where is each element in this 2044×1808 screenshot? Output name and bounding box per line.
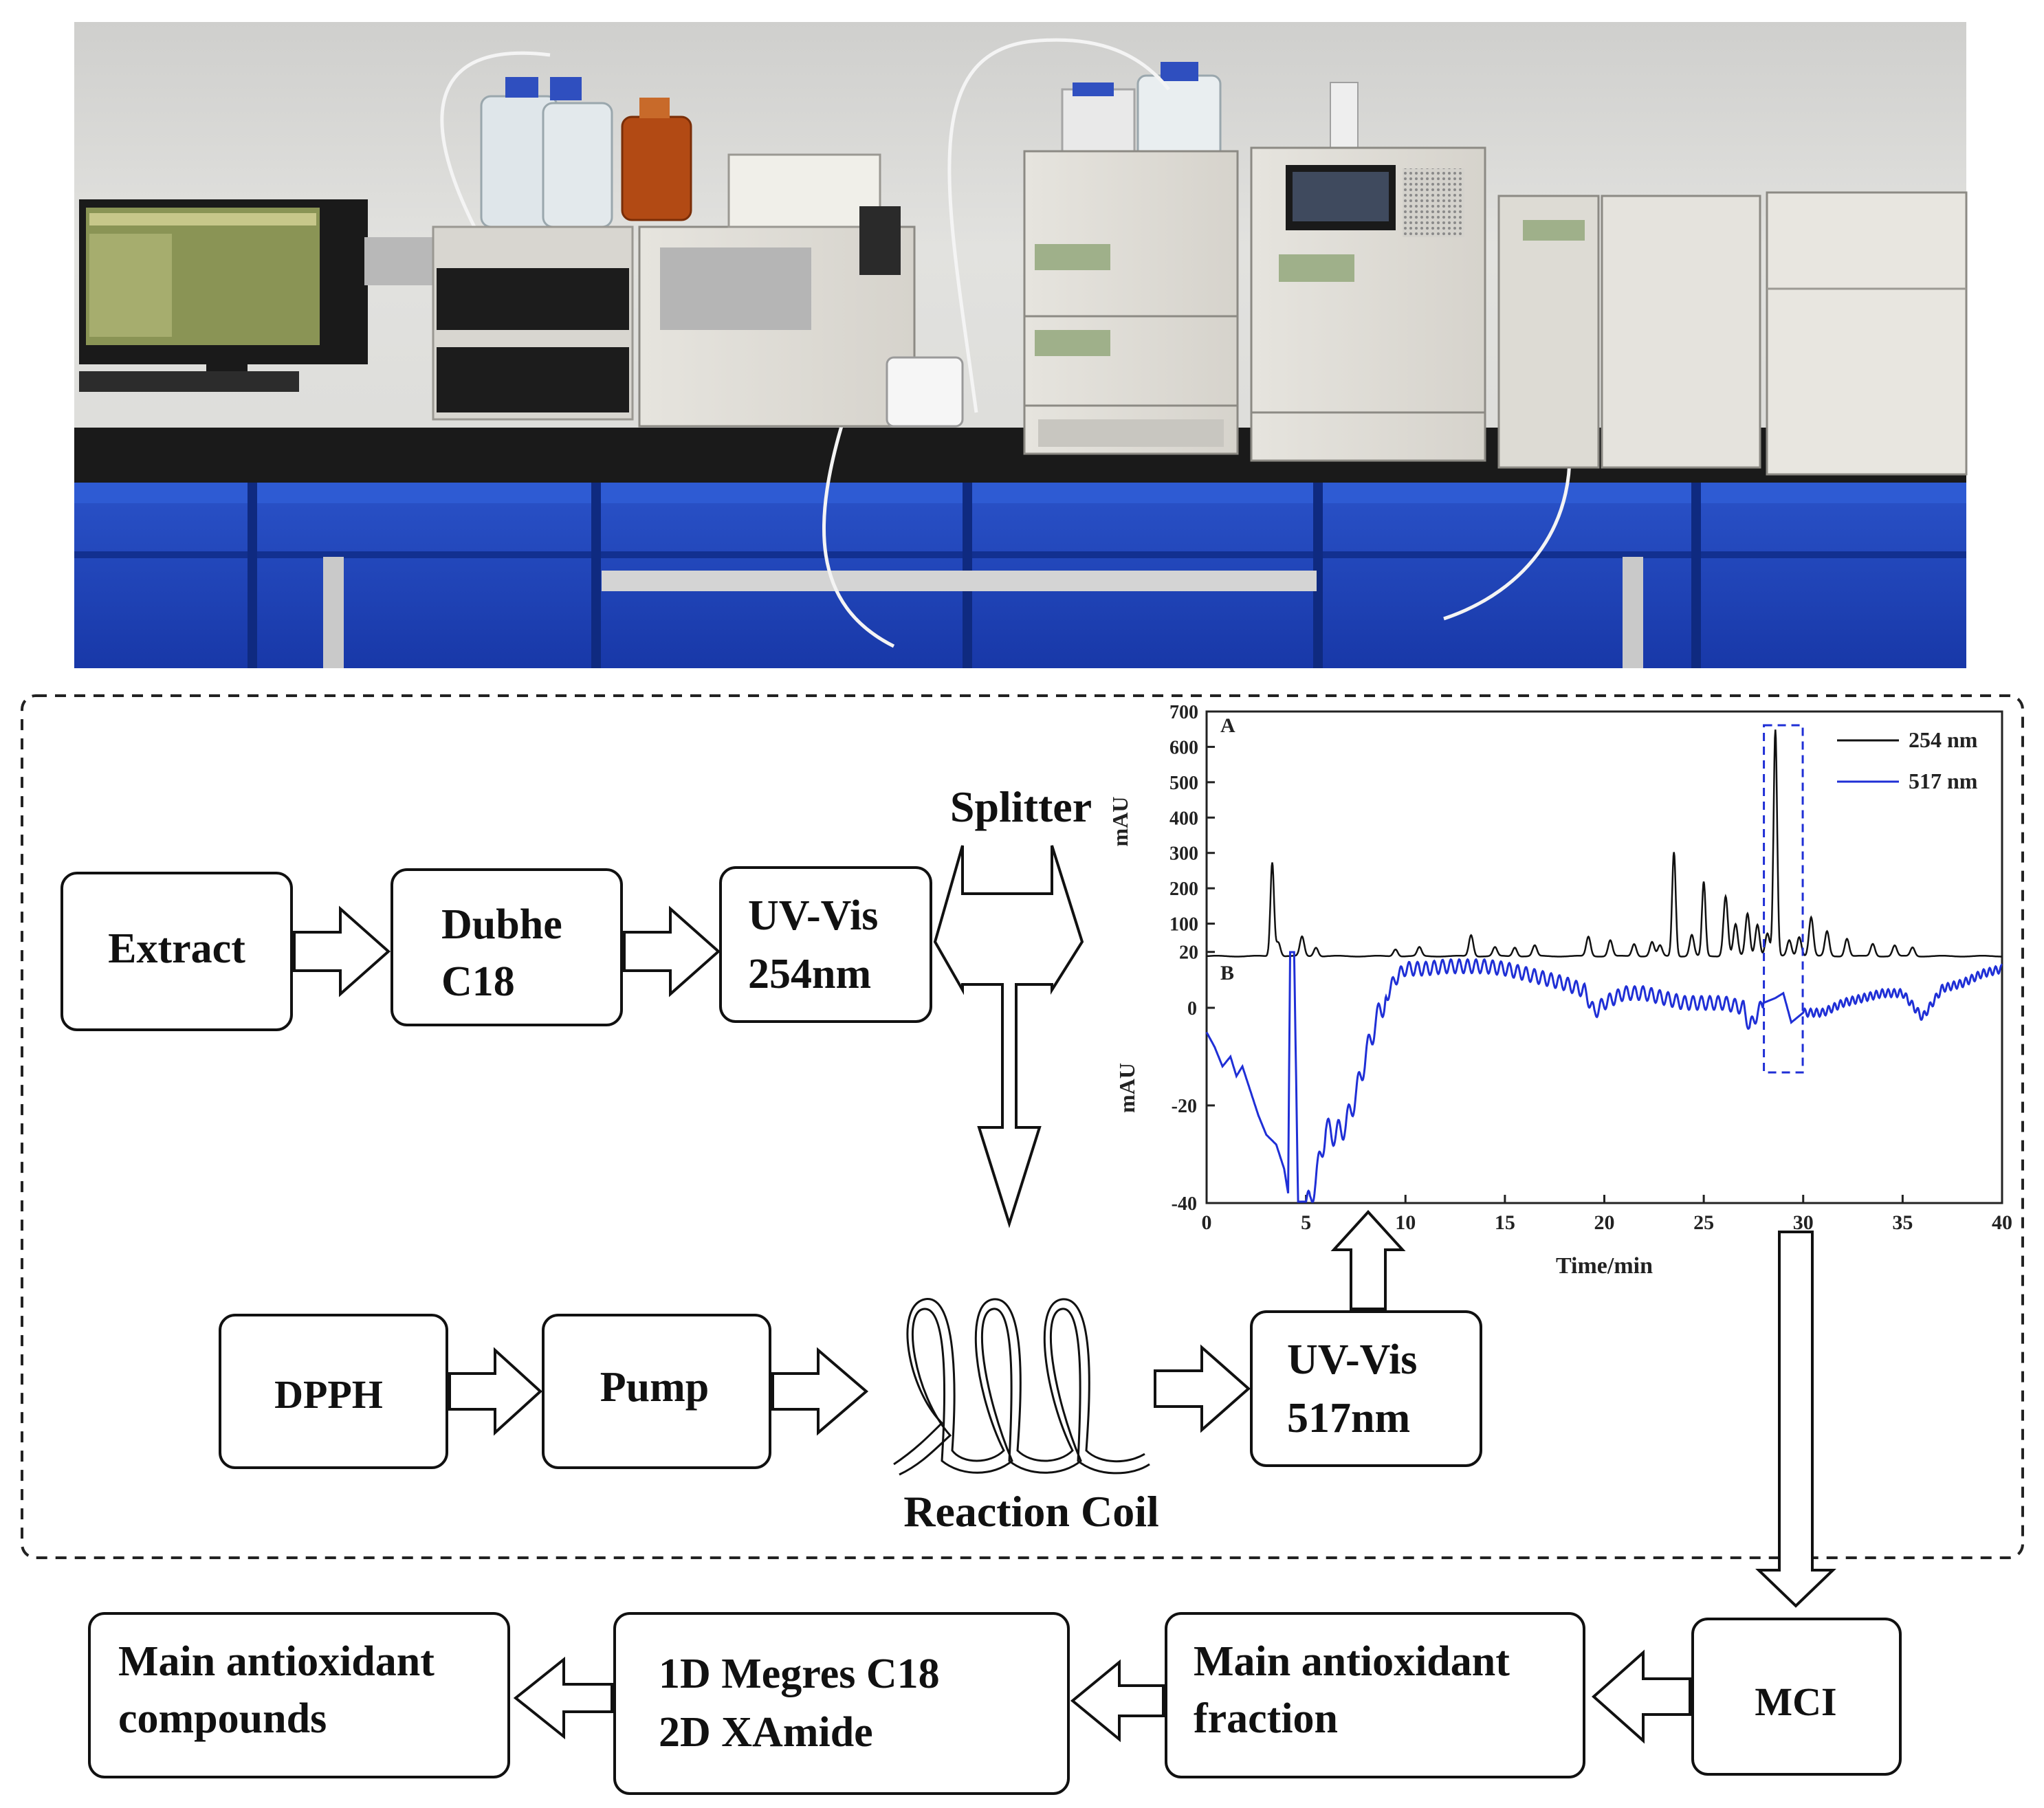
- computer-monitor: [79, 199, 433, 392]
- x-tick-label: 25: [1693, 1211, 1714, 1234]
- label-fraction-2: fraction: [1194, 1695, 1338, 1742]
- highlight-box: [1763, 724, 1804, 1074]
- box-dpph: [219, 1314, 448, 1469]
- flow-diagram: Extract Dubhe C18 UV-Vis 254nm DPPH Pump…: [61, 782, 1902, 1795]
- y-axis-label-b: mAU: [1114, 1063, 1139, 1113]
- label-uv-vis-1: UV-Vis: [748, 892, 878, 939]
- x-tick-label: 30: [1793, 1211, 1814, 1234]
- box-uv-254nm: [719, 866, 932, 1023]
- label-pump: Pump: [600, 1364, 709, 1411]
- y-tick-label-b: -40: [1172, 1193, 1197, 1215]
- box-main-antioxidant-fraction: [1165, 1612, 1585, 1778]
- label-compounds-1: Main antioxidant: [118, 1638, 435, 1685]
- arrow-chromatogram-to-mci: [1755, 1231, 1836, 1608]
- x-tick-label: 20: [1594, 1211, 1615, 1234]
- panel-a-label: A: [1220, 714, 1235, 737]
- arrow-mci-to-fraction: [1591, 1649, 1691, 1744]
- x-tick-label: 0: [1202, 1211, 1212, 1234]
- x-tick-label: 10: [1395, 1211, 1416, 1234]
- series-517nm-line: [1205, 951, 2003, 1203]
- label-splitter: Splitter: [950, 782, 1092, 831]
- arrow-dpph-to-pump: [448, 1347, 542, 1436]
- y-axis-label-a: mAU: [1108, 797, 1132, 847]
- y-tick-label-a: 20: [1179, 942, 1198, 964]
- x-tick-label: 15: [1495, 1211, 1515, 1234]
- y-tick-label-a: 600: [1169, 737, 1198, 758]
- hplc-instruments: [432, 146, 1968, 476]
- box-main-antioxidant-compounds: [88, 1612, 510, 1778]
- x-tick-label: 5: [1301, 1211, 1311, 1234]
- box-pump: [542, 1314, 771, 1469]
- legend-label-254nm: 254 nm: [1909, 727, 1978, 752]
- reaction-coil-icon: [893, 1298, 1150, 1476]
- box-extract: [61, 872, 293, 1031]
- x-tick-label: 40: [1992, 1211, 2012, 1234]
- arrow-extract-to-dubhe: [293, 905, 391, 997]
- mug: [886, 356, 964, 428]
- label-compounds-2: compounds: [118, 1695, 327, 1742]
- y-tick-label-b: -20: [1172, 1096, 1197, 1117]
- legend-label-517nm: 517 nm: [1909, 769, 1978, 793]
- label-dpph: DPPH: [274, 1372, 383, 1417]
- x-tick-label: 35: [1892, 1211, 1913, 1234]
- online-system-frame: [21, 694, 2024, 1559]
- arrow-coil-to-uv517: [1154, 1344, 1251, 1433]
- box-dubhe-c18: [391, 868, 623, 1026]
- keyboard: [79, 371, 299, 392]
- box-megres-xamide: [613, 1612, 1070, 1795]
- label-uv-vis-2: UV-Vis: [1287, 1336, 1417, 1383]
- label-2d-xamide: 2D XAmide: [659, 1709, 873, 1756]
- splitter-arrow: [933, 845, 1084, 1228]
- arrow-fraction-to-megres: [1070, 1659, 1165, 1743]
- panel-b-label: B: [1220, 962, 1234, 984]
- label-mci: MCI: [1755, 1679, 1836, 1724]
- y-tick-label-a: 500: [1169, 773, 1198, 794]
- y-tick-label-a: 700: [1169, 702, 1198, 723]
- box-uv-517nm: [1250, 1310, 1482, 1467]
- label-1d-megres: 1D Megres C18: [659, 1651, 940, 1697]
- label-dubhe: Dubhe: [441, 901, 562, 948]
- y-tick-label-b: 0: [1187, 998, 1197, 1019]
- label-extract: Extract: [108, 925, 245, 972]
- blue-cabinets: [74, 483, 1966, 668]
- y-tick-label-a: 200: [1169, 879, 1198, 900]
- label-fraction-1: Main antioxidant: [1194, 1638, 1510, 1685]
- label-c18: C18: [441, 958, 515, 1005]
- x-axis-label: Time/min: [1556, 1253, 1653, 1279]
- y-tick-label-a: 400: [1169, 808, 1198, 829]
- y-tick-label-a: 300: [1169, 844, 1198, 865]
- series-254nm-line: [1206, 729, 2002, 958]
- label-reaction-coil: Reaction Coil: [903, 1487, 1159, 1536]
- arrow-pump-to-coil: [771, 1347, 869, 1436]
- lab-photo: [74, 22, 1968, 668]
- arrow-uv517-to-chromatogram: [1330, 1210, 1406, 1310]
- label-517nm: 517nm: [1287, 1395, 1410, 1442]
- arrow-dubhe-to-uv254: [623, 905, 721, 997]
- box-mci: [1691, 1618, 1902, 1776]
- label-254nm: 254nm: [748, 951, 871, 997]
- arrow-megres-to-compounds: [513, 1656, 613, 1740]
- y-tick-label-a: 100: [1169, 914, 1198, 936]
